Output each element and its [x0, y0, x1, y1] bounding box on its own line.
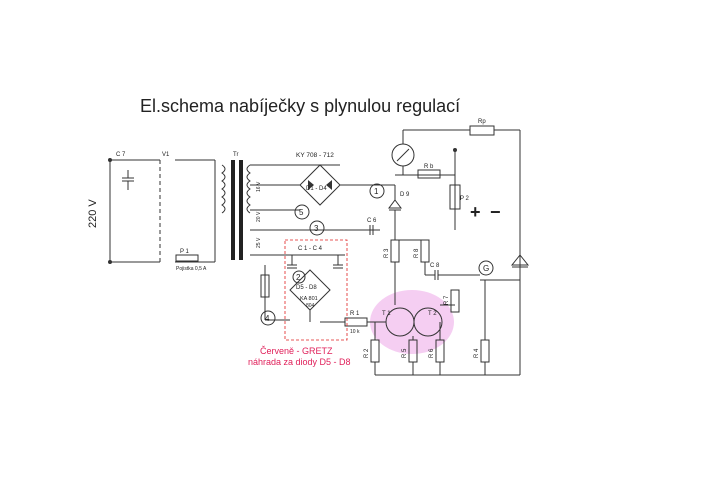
node-3	[309, 220, 325, 236]
v1-label: V1	[162, 152, 170, 158]
d1d4-label: D1 - D4	[306, 186, 327, 192]
rp-label: Rp	[478, 119, 486, 125]
transistor-t2	[413, 307, 443, 337]
node-3-label: 3	[314, 224, 319, 233]
ky-label: KY 708 - 712	[296, 152, 334, 159]
c8-label: C 8	[430, 263, 440, 269]
mains-voltage-label: 220 V	[87, 199, 99, 228]
rb-label: R b	[424, 164, 434, 170]
node-g	[478, 260, 494, 276]
transistor-highlight	[370, 290, 454, 354]
r1-value: 10 k	[350, 329, 360, 335]
ka-label: KA 801	[300, 296, 318, 302]
r1-label: R 1	[350, 311, 360, 317]
d5d8-label: D5 - D8	[296, 285, 317, 291]
d9-label: D 9	[400, 192, 410, 198]
node-5-label: 5	[299, 208, 304, 217]
v20-label: 20 V	[256, 211, 262, 222]
c7-label: C 7	[116, 152, 126, 158]
node-g-label: G	[483, 264, 489, 273]
tr-label: Tr	[233, 152, 238, 158]
plus-terminal: +	[470, 202, 481, 222]
ka-sub-label: 804	[306, 303, 315, 309]
r3-label: R 3	[384, 248, 390, 258]
gretz-replacement-box	[284, 239, 348, 341]
fuse-label: Pojistka 0,5 A	[176, 266, 207, 272]
p2-label: P 2	[460, 196, 470, 202]
r4-label: R 4	[474, 348, 480, 358]
c1c4-label: C 1 - C 4	[298, 246, 323, 252]
r5-label: R 5	[402, 348, 408, 358]
r6-label: R 6	[429, 348, 435, 358]
v25-label: 25 V	[256, 237, 262, 248]
node-5	[294, 204, 310, 220]
t2-label: T 2	[428, 311, 437, 317]
r2-label: R 2	[364, 348, 370, 358]
t1-label: T 1	[382, 311, 391, 317]
p1-label: P 1	[180, 249, 190, 255]
c6-label: C 6	[367, 218, 377, 224]
r7-label: R 7	[444, 295, 450, 305]
gretz-note-line1: Červeně - GRETZ	[260, 346, 333, 356]
minus-terminal: −	[490, 202, 501, 222]
node-1	[369, 183, 385, 199]
gretz-note-line2: náhrada za diody D5 - D8	[248, 357, 351, 367]
node-4	[260, 310, 276, 326]
schematic-title: El.schema nabíječky s plynulou regulací	[140, 96, 461, 116]
r8-label: R 8	[414, 248, 420, 258]
node-1-label: 1	[374, 187, 379, 196]
node-2-label: 2	[296, 273, 301, 282]
node-2	[292, 270, 306, 284]
v16-label: 16 V	[256, 181, 262, 192]
node-4-label: 4	[265, 314, 270, 323]
